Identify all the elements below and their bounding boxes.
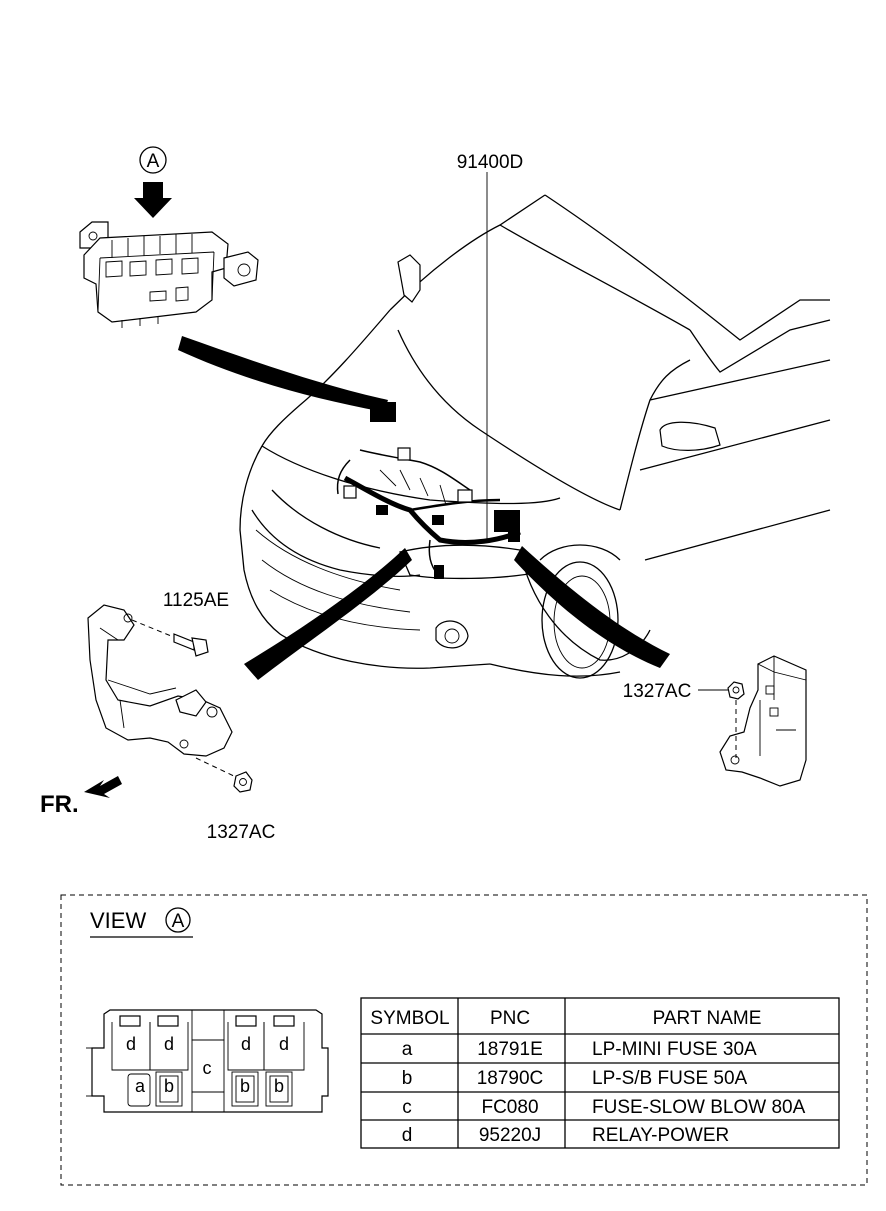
leader-fuse-box [178, 336, 388, 412]
wiring-harness [336, 402, 521, 579]
vehicle-outline [239, 194, 831, 679]
table-header-pnc: PNC [490, 1008, 530, 1029]
view-title-marker: A [172, 911, 185, 932]
parts-table: SYMBOL PNC PART NAME a 18791E LP-MINI FU… [360, 997, 840, 1149]
table-cell-symbol: a [402, 1039, 413, 1060]
fuse-box-top-view: d d d d c a b b b [86, 1009, 329, 1113]
fuse-cell-label: a [135, 1076, 146, 1096]
view-a-marker-letter: A [147, 151, 160, 172]
table-cell-pnc: 95220J [479, 1125, 541, 1146]
view-a-marker: A [139, 146, 167, 174]
fuse-cell-label: b [164, 1076, 174, 1096]
view-title-text: VIEW [90, 908, 146, 933]
fuse-cell-label: d [164, 1034, 174, 1054]
table-header-symbol: SYMBOL [370, 1008, 449, 1029]
fuse-cell-label: b [274, 1076, 284, 1096]
harness-part-label: 91400D [457, 152, 524, 173]
leader-right-bracket [514, 546, 670, 668]
left-bracket [87, 604, 233, 757]
nut-left-label: 1327AC [207, 822, 276, 843]
front-arrow-icon [84, 776, 122, 798]
bolt-1125ae [131, 619, 209, 657]
bolt-part-label: 1125AE [163, 590, 229, 611]
table-cell-part-name: RELAY-POWER [592, 1125, 729, 1146]
right-bracket [719, 655, 807, 787]
table-header-part-name: PART NAME [653, 1008, 762, 1029]
leader-bracket [244, 548, 412, 680]
nut-left [195, 757, 253, 793]
view-panel-border [60, 894, 868, 1186]
nut-right [698, 681, 745, 758]
table-cell-symbol: c [402, 1097, 412, 1118]
table-cell-part-name: LP-S/B FUSE 50A [592, 1068, 748, 1089]
table-cell-pnc: 18790C [477, 1068, 544, 1089]
down-arrow-icon [134, 182, 172, 218]
fuse-cell-label: c [203, 1058, 212, 1078]
table-cell-part-name: LP-MINI FUSE 30A [592, 1039, 757, 1060]
table-cell-part-name: FUSE-SLOW BLOW 80A [592, 1097, 806, 1118]
fuse-cell-label: d [241, 1034, 251, 1054]
table-cell-symbol: b [402, 1068, 413, 1089]
fuse-cell-label: b [240, 1076, 250, 1096]
table-cell-symbol: d [402, 1125, 413, 1146]
front-indicator: FR. [40, 791, 79, 818]
fuse-cell-label: d [126, 1034, 136, 1054]
nut-right-label: 1327AC [623, 681, 692, 702]
table-cell-pnc: 18791E [477, 1039, 543, 1060]
table-cell-pnc: FC080 [481, 1097, 538, 1118]
fuse-cell-label: d [279, 1034, 289, 1054]
fuse-box-assembly [79, 221, 259, 328]
view-title: VIEW A [90, 907, 193, 938]
